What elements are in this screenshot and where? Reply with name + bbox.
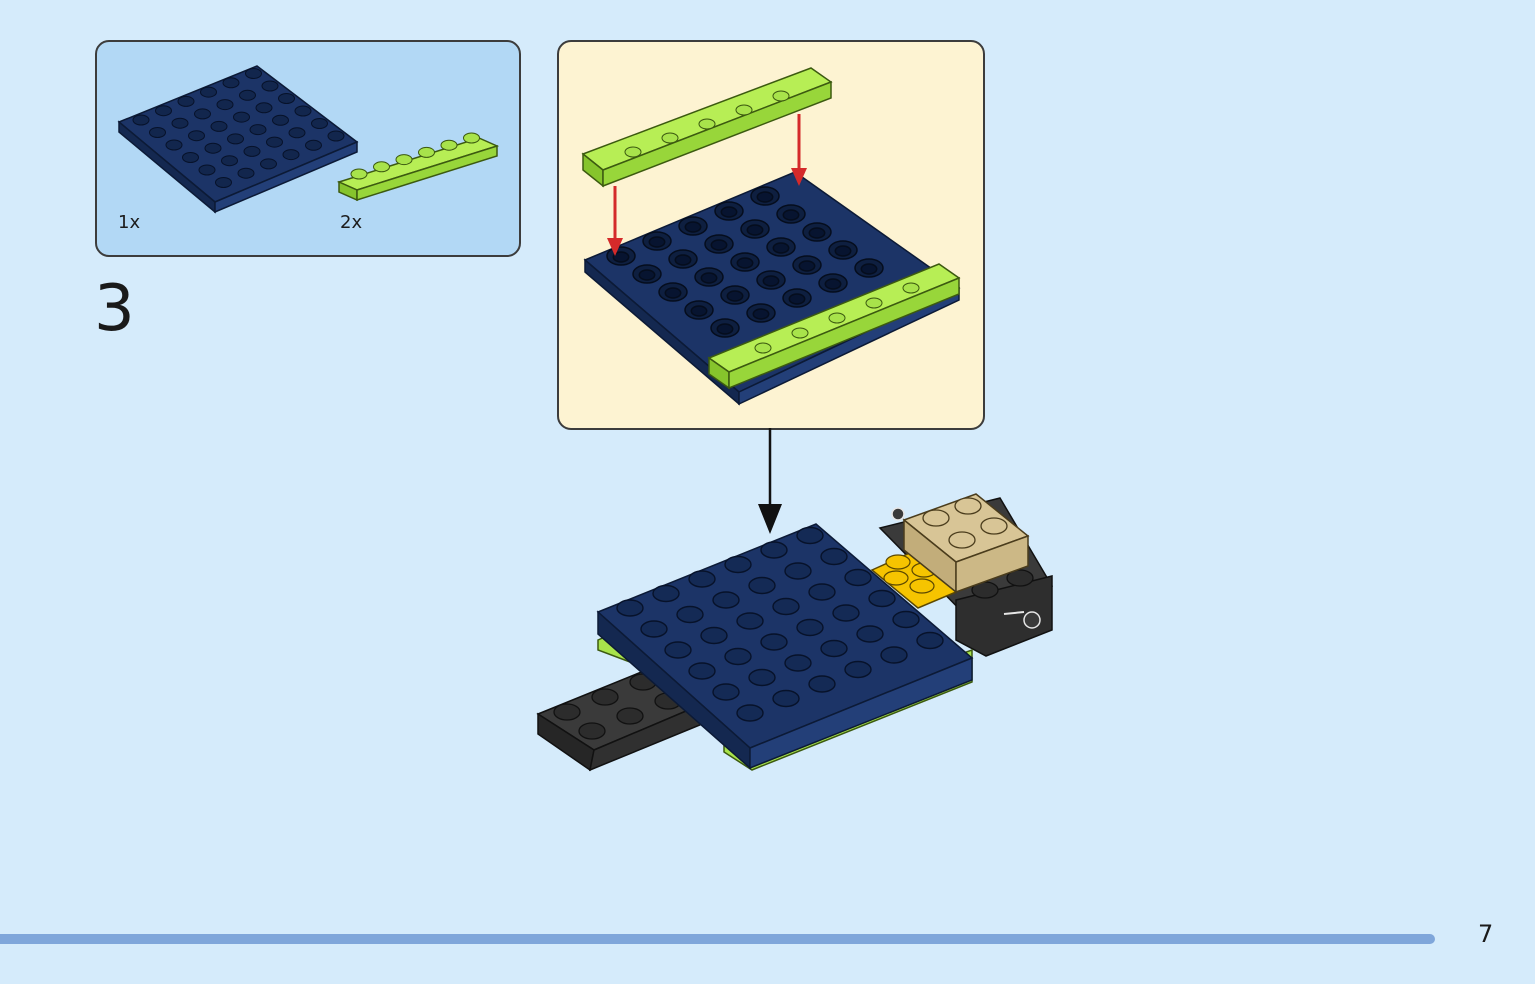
parts-illustration: [117, 65, 500, 214]
part-quantity-plate-1x6: 2x: [340, 212, 363, 233]
dark-blue-plate-6x6-icon: [117, 65, 359, 214]
page-number: 7: [1478, 920, 1494, 948]
main-dark-blue-plate-icon: [596, 523, 974, 770]
placement-arrow-icon: [607, 114, 807, 256]
progress-bar: [0, 934, 1435, 944]
lime-plate-attached-icon: [707, 263, 961, 390]
parts-list-box: 1x 2x: [95, 40, 521, 257]
lime-plate-placing-icon: [581, 67, 833, 188]
subassembly-illustration: [581, 67, 961, 406]
down-arrow-icon: [758, 428, 782, 534]
step-number: 3: [94, 272, 135, 346]
engine-block-icon: [870, 493, 1054, 657]
callout-subassembly: [557, 40, 985, 430]
lime-plate-1x6-icon: [336, 132, 500, 202]
part-quantity-plate-6x6: 1x: [118, 212, 141, 233]
